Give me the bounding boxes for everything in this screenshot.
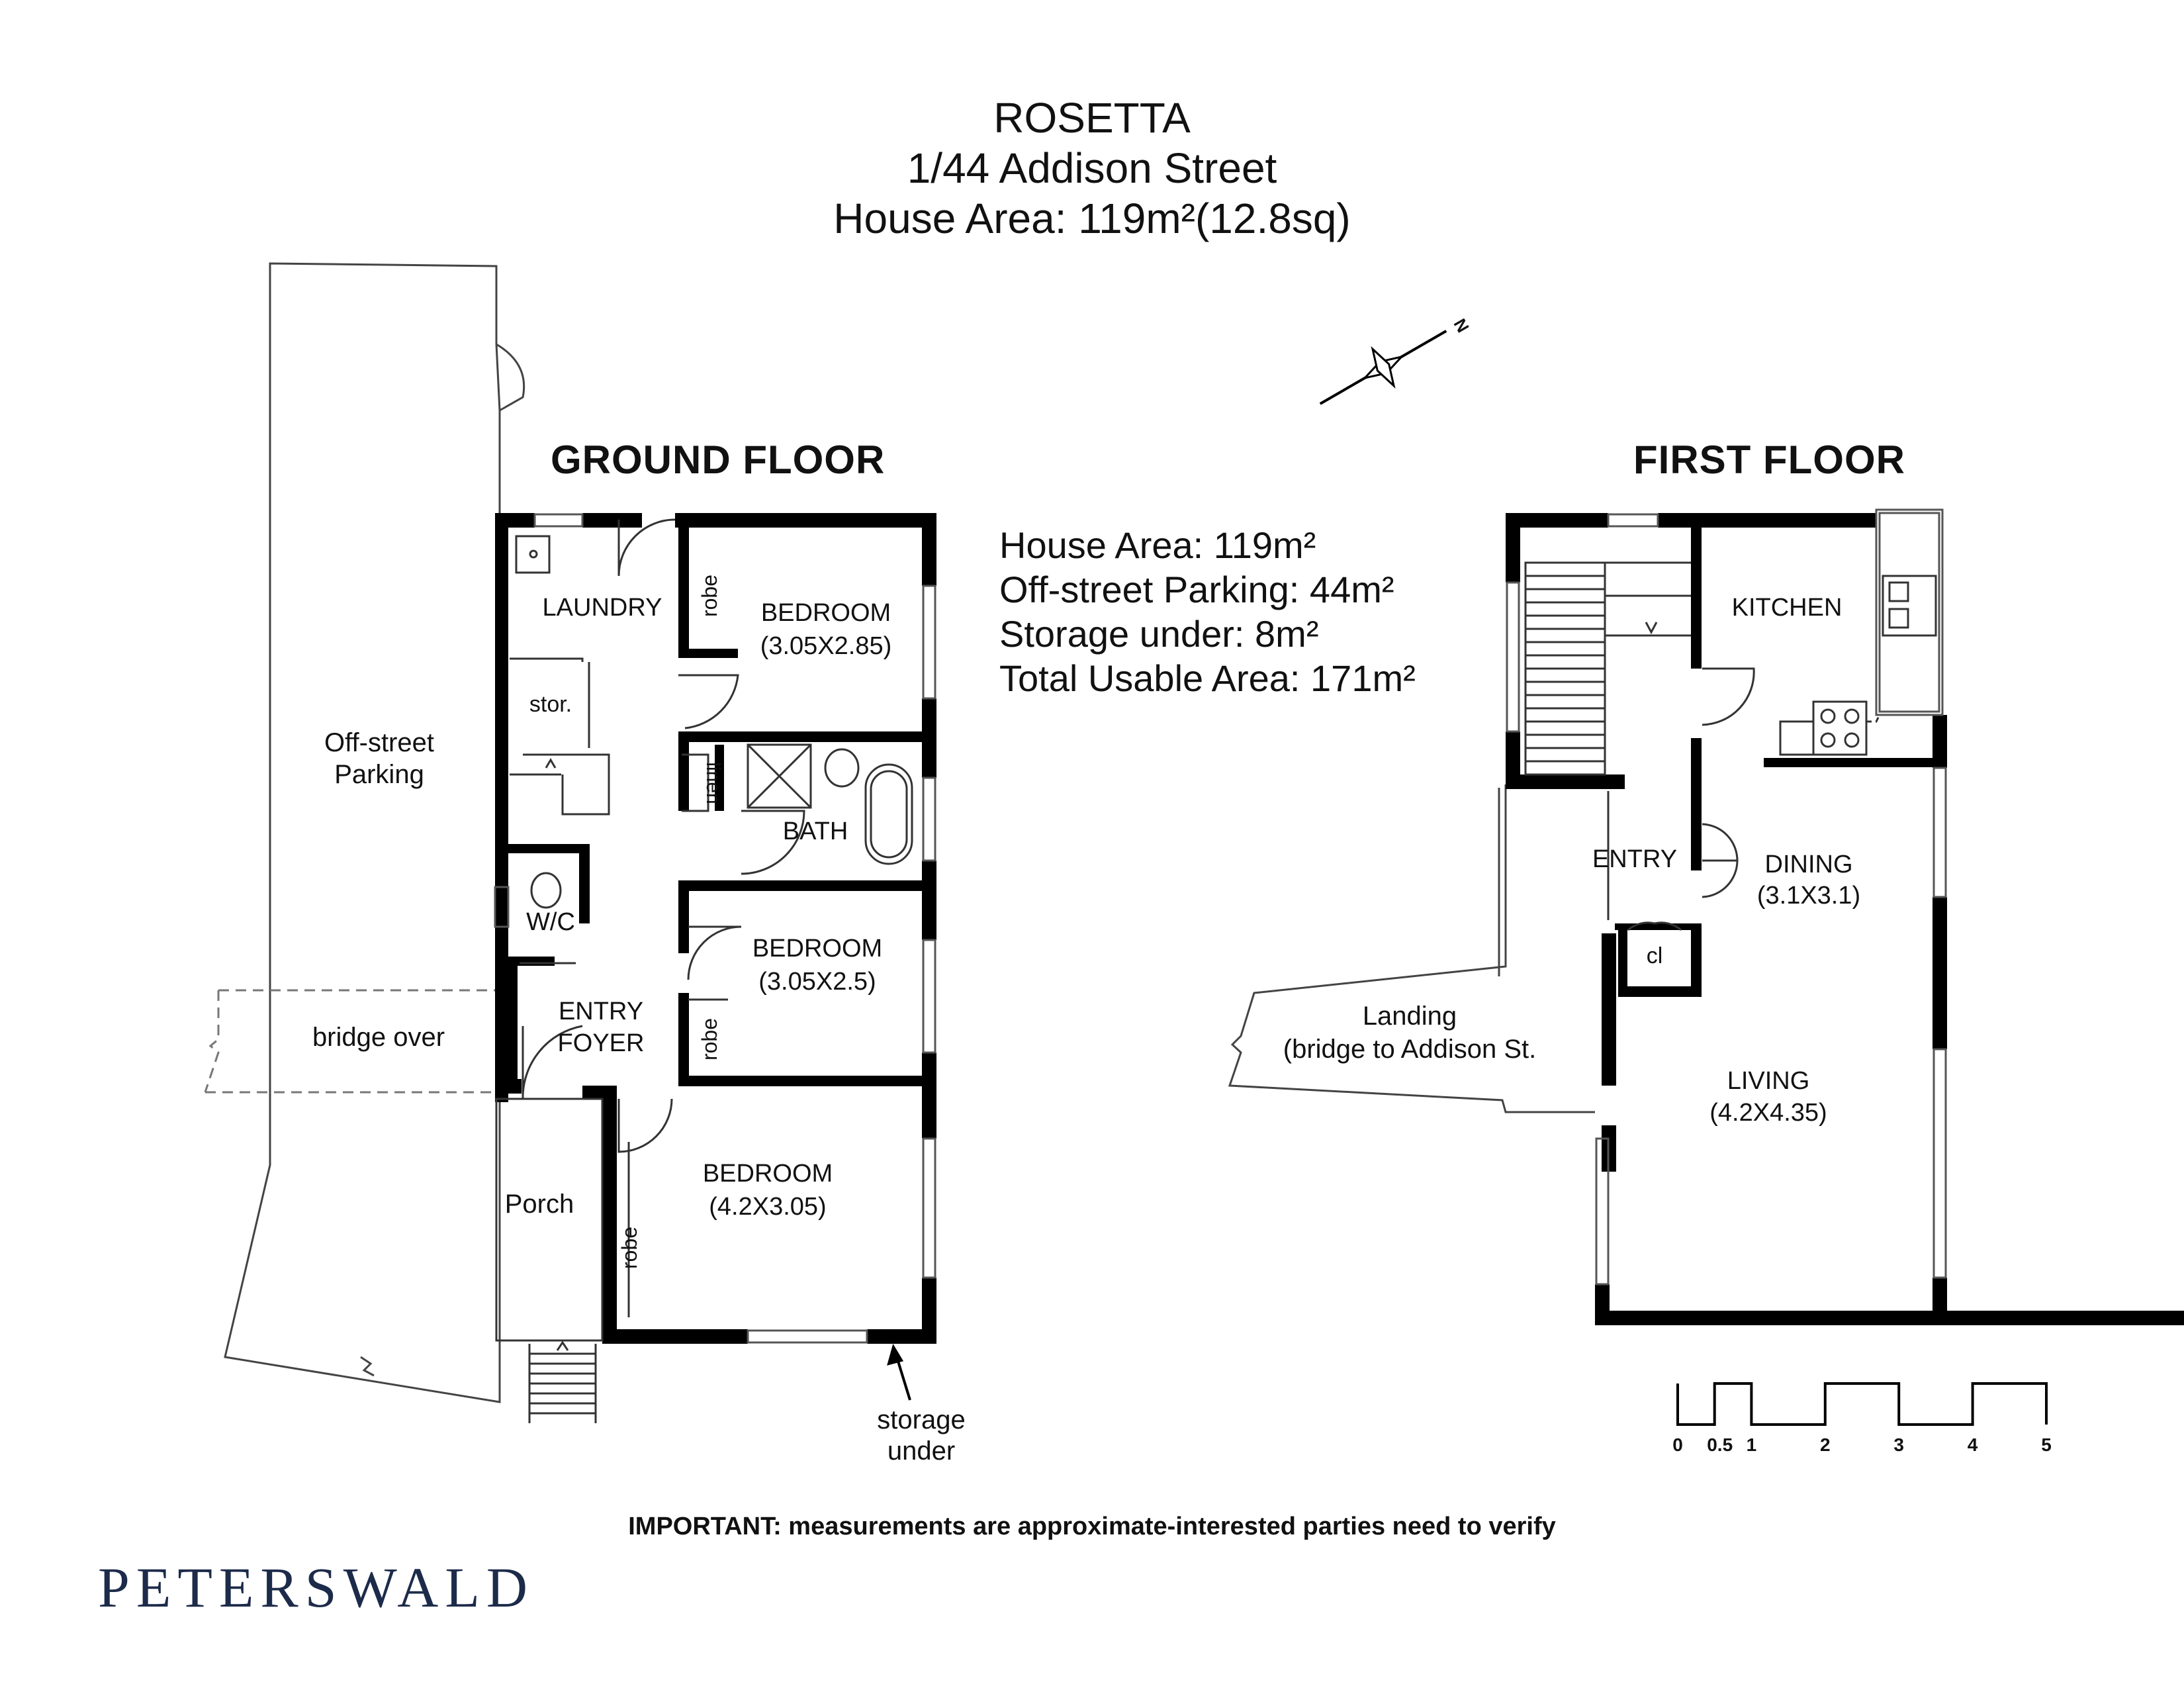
compass-icon: N [1319,315,1473,405]
scale-bar: 0 0.5 1 2 3 4 5 [1672,1382,2052,1455]
dining-label: DINING [1765,851,1853,878]
bedroom3-robe-label: robe [617,1227,641,1269]
stor-label: stor. [529,692,572,717]
entry-label: ENTRY [1592,845,1677,873]
area-house: House Area: 119m² [999,524,1316,566]
living-label: LIVING [1727,1067,1810,1095]
entry-foyer-line2: FOYER [558,1029,645,1057]
bath-label: BATH [783,818,848,845]
title-block: ROSETTA 1/44 Addison Street House Area: … [0,93,2184,244]
porch-label: Porch [505,1190,574,1219]
ground-floor-plan: LAUNDRY robe BEDROOM (3.05X2.85) stor. l… [204,262,966,1466]
scale-tick-label: 4 [1968,1434,1978,1455]
cl-label: cl [1647,943,1663,968]
scale-tick-label: 3 [1893,1434,1904,1455]
brand-logo: PETERSWALD [98,1556,534,1619]
storage-under-line1: storage [877,1405,965,1434]
first-interior-walls [1615,526,1933,997]
dining-size: (3.1X3.1) [1757,882,1860,910]
bedroom1-robe-label: robe [698,575,721,617]
scale-tick-label: 2 [1820,1434,1831,1455]
storage-under-arrow [887,1343,911,1401]
ground-fixtures [495,518,913,1423]
area-summary: House Area: 119m² Off-street Parking: 44… [999,523,1416,700]
linen-label: linen [702,762,724,804]
wc-label: W/C [526,908,575,936]
bedroom1-label: BEDROOM [761,599,891,627]
storage-under-line2: under [887,1436,955,1466]
landing-outline [1228,784,1595,1113]
scale-tick-label: 0.5 [1707,1434,1733,1455]
bridge-label: bridge over [312,1023,445,1052]
bedroom2-label: BEDROOM [752,935,882,962]
ground-windows [494,513,936,1344]
ground-interior-walls [508,516,930,1086]
bedroom2-robe-label: robe [698,1018,721,1060]
compass-north-label: N [1450,315,1473,336]
scale-bar-labels: 0 0.5 1 2 3 4 5 [1672,1434,2052,1455]
area-total: Total Usable Area: 171m² [999,657,1416,699]
scale-tick-label: 1 [1747,1434,1757,1455]
parking-outline [224,262,525,1403]
first-windows [1506,508,1947,1286]
first-floor-title: FIRST FLOOR [1633,438,1905,482]
scale-tick-label: 5 [2041,1434,2052,1455]
kitchen-label: KITCHEN [1732,594,1843,622]
parking-label-line2: Parking [334,760,424,789]
entry-foyer-line1: ENTRY [559,998,643,1025]
scale-tick-label: 0 [1672,1434,1683,1455]
bedroom2-size: (3.05X2.5) [758,968,876,996]
first-floor-plan: KITCHEN ENTRY DINING (3.1X3.1) cl LIVING… [1228,508,2184,1325]
bedroom3-size: (4.2X3.05) [709,1193,826,1221]
area-storage: Storage under: 8m² [999,613,1319,655]
bedroom3-label: BEDROOM [703,1160,833,1188]
first-fixtures [1524,561,1937,931]
ground-floor-title: GROUND FLOOR [551,438,886,482]
laundry-label: LAUNDRY [543,594,662,622]
property-name: ROSETTA [993,94,1191,142]
scale-bar-track [1676,1382,2048,1426]
disclaimer-text: IMPORTANT: measurements are approximate-… [628,1513,1556,1540]
bedroom1-size: (3.05X2.85) [760,632,892,660]
parking-label-line1: Off-street [324,728,434,757]
landing-line2: (bridge to Addison St. [1283,1035,1536,1064]
landing-line1: Landing [1363,1002,1457,1031]
property-address: 1/44 Addison Street [907,144,1277,192]
first-exterior-walls [1506,513,2184,1325]
living-size: (4.2X4.35) [1709,1099,1827,1127]
bridge-outline [204,989,500,1094]
area-parking: Off-street Parking: 44m² [999,569,1394,610]
house-area-heading: House Area: 119m²(12.8sq) [833,195,1351,242]
